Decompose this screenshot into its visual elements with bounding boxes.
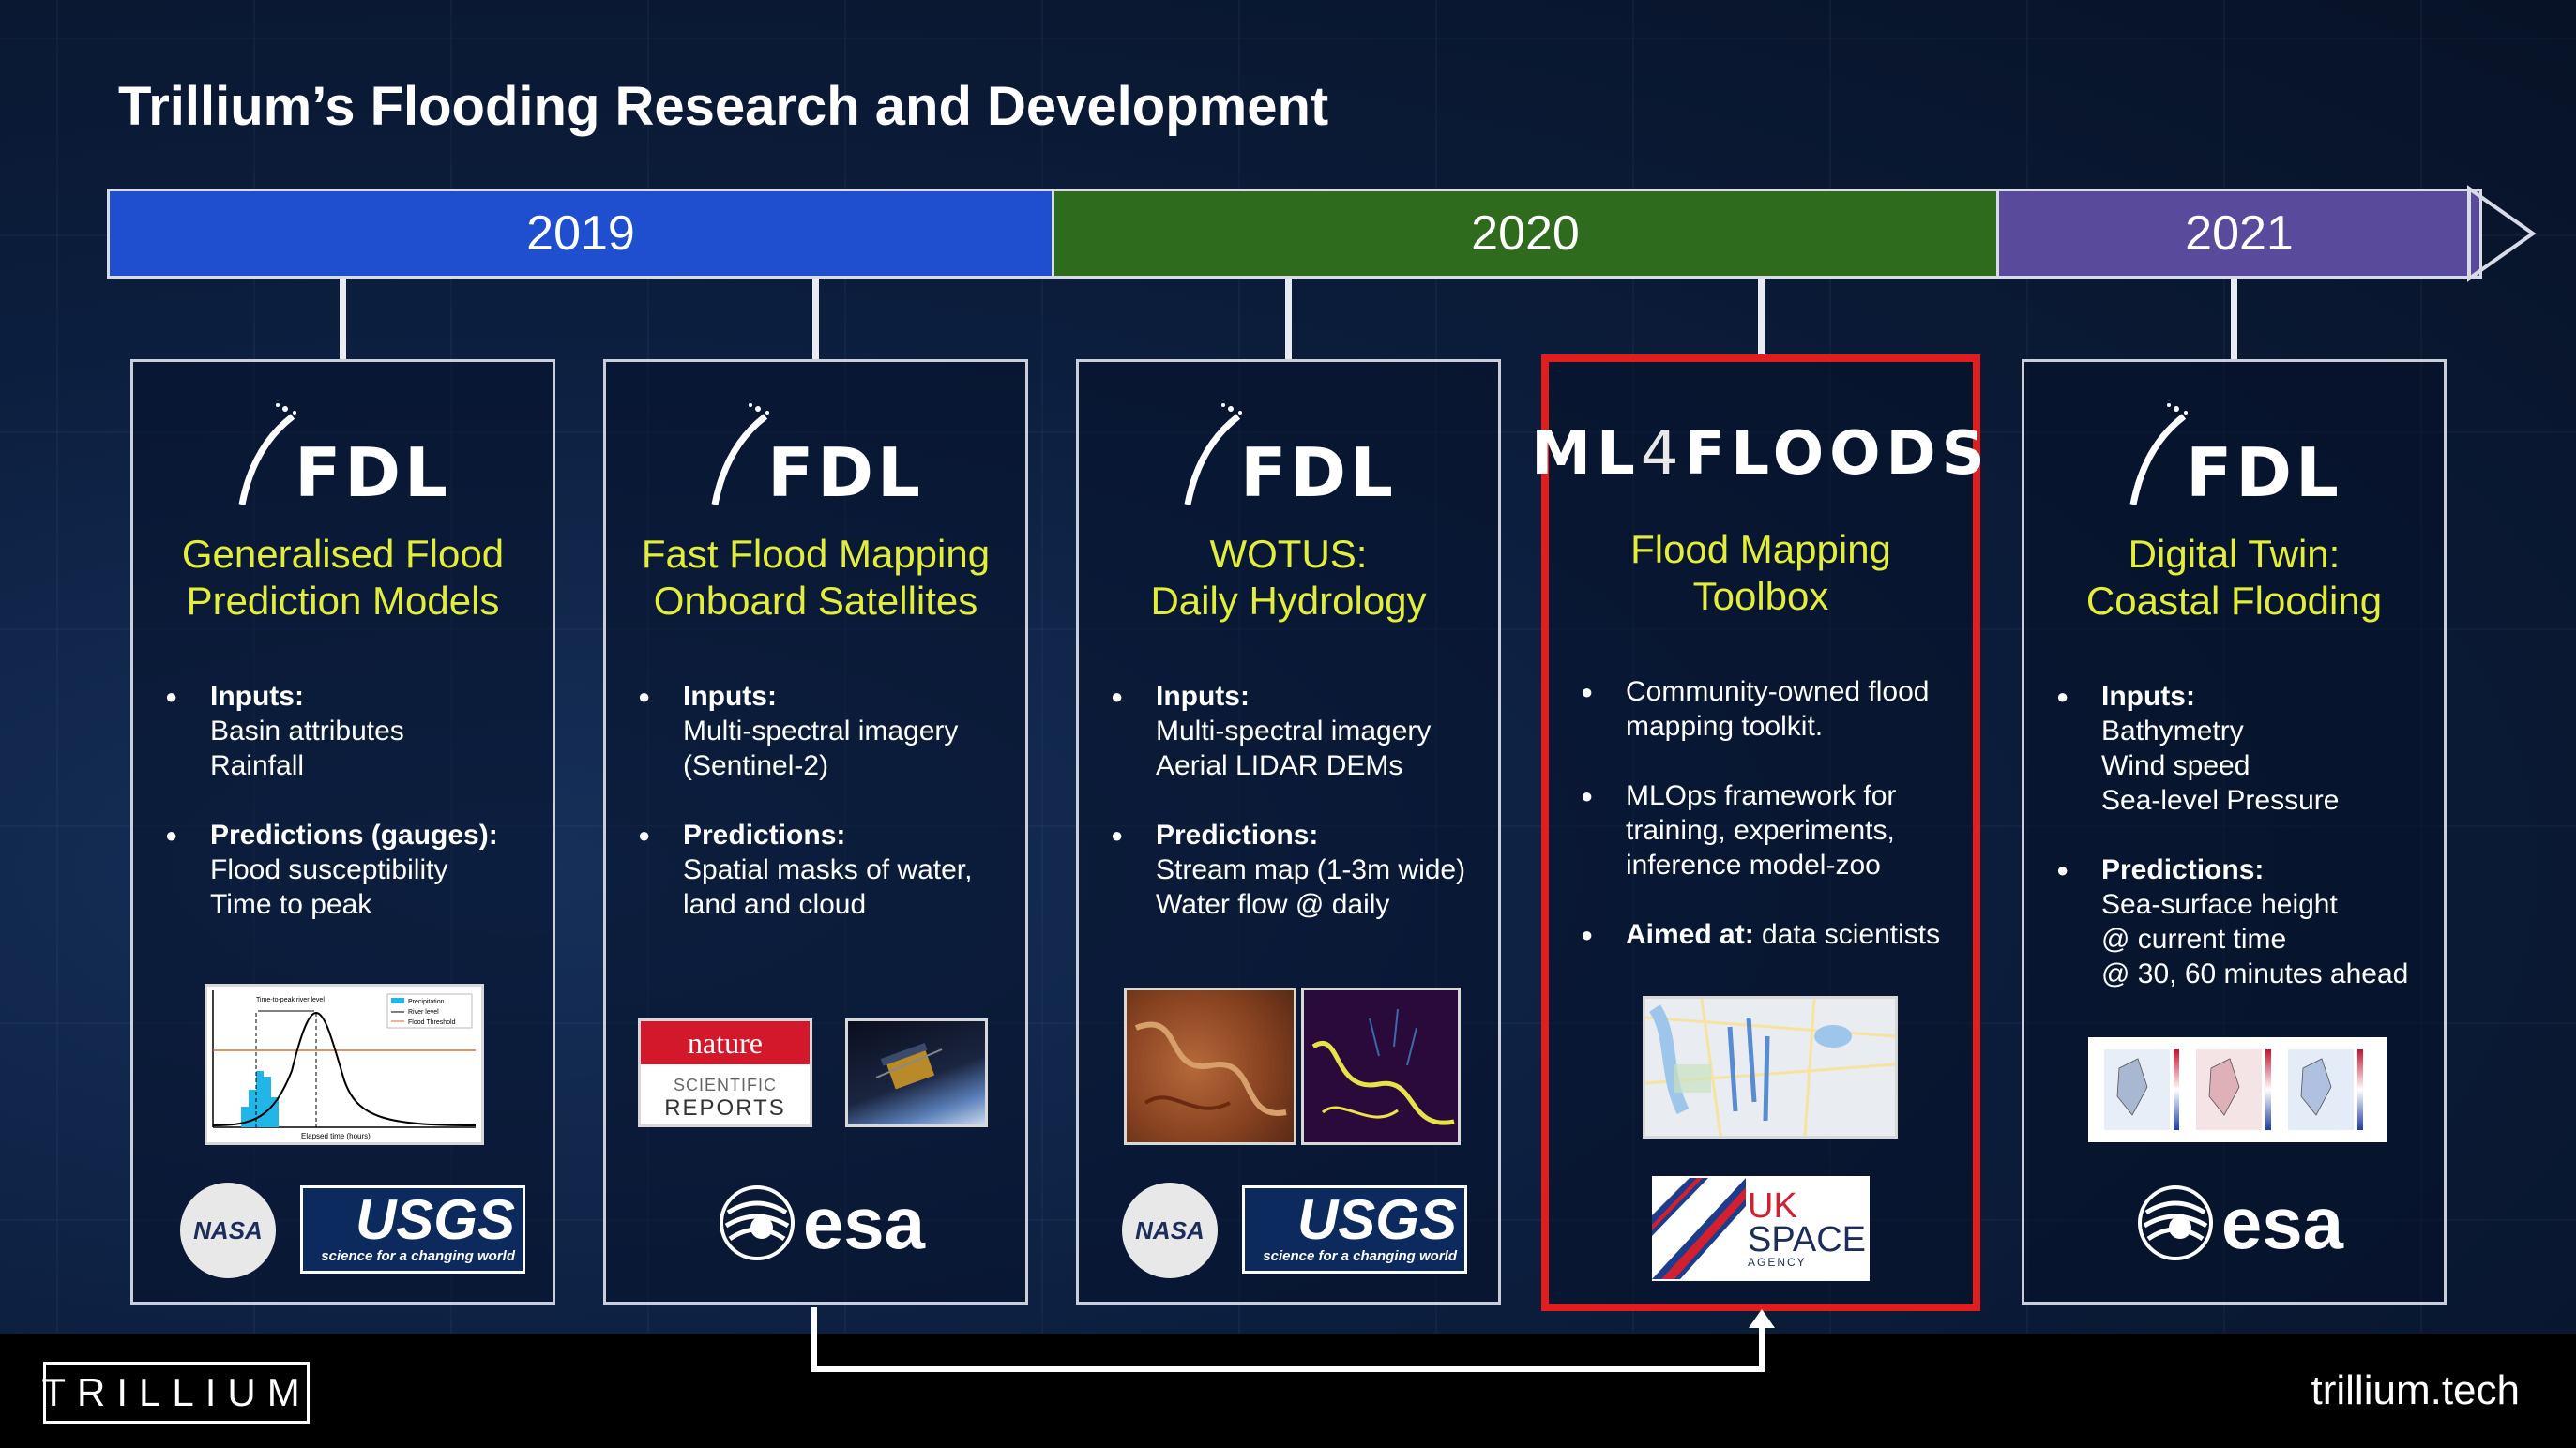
project-card-generalised-flood: FDL Generalised Flood Prediction Models …: [130, 359, 555, 1305]
bullet-item: Inputs: Bathymetry Wind speed Sea-level …: [2056, 679, 2431, 818]
usgs-logo: USGS science for a changing world: [1242, 1185, 1467, 1274]
timeline-year-2019: 2019: [107, 189, 1054, 279]
esa-emblem-icon: [719, 1185, 795, 1260]
fdl-swoosh-icon: [711, 403, 770, 505]
bullet-item: Aimed at: data scientists: [1581, 917, 1960, 952]
project-card-ml4floods: ML4FLOODS Flood Mapping Toolbox Communit…: [1531, 354, 1991, 1311]
project-card-fast-flood-mapping: FDL Fast Flood Mapping Onboard Satellite…: [603, 359, 1028, 1305]
fdl-logo: FDL: [1079, 400, 1498, 512]
card-bullets: Inputs: Multi-spectral imagery (Sentinel…: [638, 679, 1012, 957]
svg-text:Precipitation: Precipitation: [408, 999, 445, 1005]
footer-bar: [0, 1334, 2576, 1448]
sea-surface-maps-figure: [2088, 1037, 2387, 1142]
satellite-image: [845, 1018, 988, 1127]
hydrograph-figure: Time-to-peak river level Precipitation R…: [205, 984, 484, 1145]
card-title: WOTUS: Daily Hydrology: [1150, 532, 1427, 623]
fdl-swoosh-icon: [2129, 403, 2189, 505]
svg-text:Flood Threshold: Flood Threshold: [408, 1019, 456, 1026]
esa-logo: esa: [700, 1176, 944, 1270]
fdl-logo: FDL: [133, 400, 553, 512]
card-bullets: Inputs: Bathymetry Wind speed Sea-level …: [2056, 679, 2431, 1026]
trillium-logo: TRILLIUM: [41, 1362, 310, 1424]
flood-map-screenshot: [1643, 996, 1898, 1139]
bullet-item: Predictions (gauges): Flood susceptibili…: [165, 818, 539, 922]
timeline-connector: [1758, 279, 1765, 354]
bullet-item: Inputs: Multi-spectral imagery Aerial LI…: [1111, 679, 1485, 783]
bullet-item: Predictions: Spatial masks of water, lan…: [638, 818, 1012, 922]
fdl-logo: FDL: [606, 400, 1025, 512]
fdl-logo: FDL: [2024, 400, 2444, 512]
project-card-digital-twin: FDL Digital Twin: Coastal Flooding Input…: [2022, 359, 2447, 1305]
project-card-wotus: FDL WOTUS: Daily Hydrology Inputs: Multi…: [1076, 359, 1501, 1305]
svg-text:Time-to-peak river level: Time-to-peak river level: [256, 997, 325, 1003]
bullet-item: Inputs: Basin attributes Rainfall: [165, 679, 539, 783]
svg-text:River level: River level: [408, 1009, 439, 1016]
card-bullets: Inputs: Basin attributes Rainfall Predic…: [165, 679, 539, 957]
timeline-arrowhead-icon: [2467, 185, 2537, 282]
union-flag-icon: [1652, 1178, 1746, 1279]
nature-scientific-reports-logo: nature SCIENTIFIC REPORTS: [638, 1018, 812, 1127]
fdl-swoosh-icon: [238, 403, 297, 505]
card-bullets: Inputs: Multi-spectral imagery Aerial LI…: [1111, 679, 1485, 957]
nasa-logo: NASA: [1122, 1183, 1218, 1278]
timeline-connector: [1285, 279, 1292, 359]
bullet-item: Predictions: Stream map (1-3m wide) Wate…: [1111, 818, 1485, 922]
card-title: Fast Flood Mapping Onboard Satellites: [641, 532, 991, 623]
bullet-item: Inputs: Multi-spectral imagery (Sentinel…: [638, 679, 1012, 783]
timeline-year-2021: 2021: [1996, 189, 2482, 279]
aerial-terrain-image: [1124, 988, 1296, 1145]
svg-text:Elapsed time (hours): Elapsed time (hours): [301, 1132, 371, 1140]
bullet-item: MLOps framework for training, experiment…: [1581, 778, 1960, 882]
usgs-logo: USGS science for a changing world: [300, 1185, 525, 1274]
timeline-year-2020: 2020: [1052, 189, 1999, 279]
card-bullets: Community-owned flood mapping toolkit. M…: [1581, 674, 1960, 987]
bullet-item: Predictions: Sea-surface height @ curren…: [2056, 852, 2431, 991]
stream-map-image: [1301, 988, 1461, 1145]
timeline-connector: [812, 279, 819, 359]
esa-logo: esa: [2118, 1176, 2362, 1270]
nasa-logo: NASA: [180, 1183, 276, 1278]
timeline: 2019 2020 2021: [107, 185, 2537, 282]
card-title: Digital Twin: Coastal Flooding: [2085, 532, 2383, 623]
slide-title: Trillium’s Flooding Research and Develop…: [118, 76, 1329, 137]
timeline-connector: [340, 279, 346, 359]
trillium-url[interactable]: trillium.tech: [2311, 1367, 2521, 1413]
card-title: Generalised Flood Prediction Models: [181, 532, 505, 623]
ml4floods-logo: ML4FLOODS: [1531, 419, 1991, 489]
esa-emblem-icon: [2137, 1185, 2213, 1260]
timeline-connector: [2231, 279, 2237, 359]
uk-space-agency-logo: UK SPACE AGENCY: [1652, 1176, 1870, 1281]
bullet-item: Community-owned flood mapping toolkit.: [1581, 674, 1960, 744]
fdl-swoosh-icon: [1184, 403, 1243, 505]
card-title: Flood Mapping Toolbox: [1630, 527, 1891, 618]
